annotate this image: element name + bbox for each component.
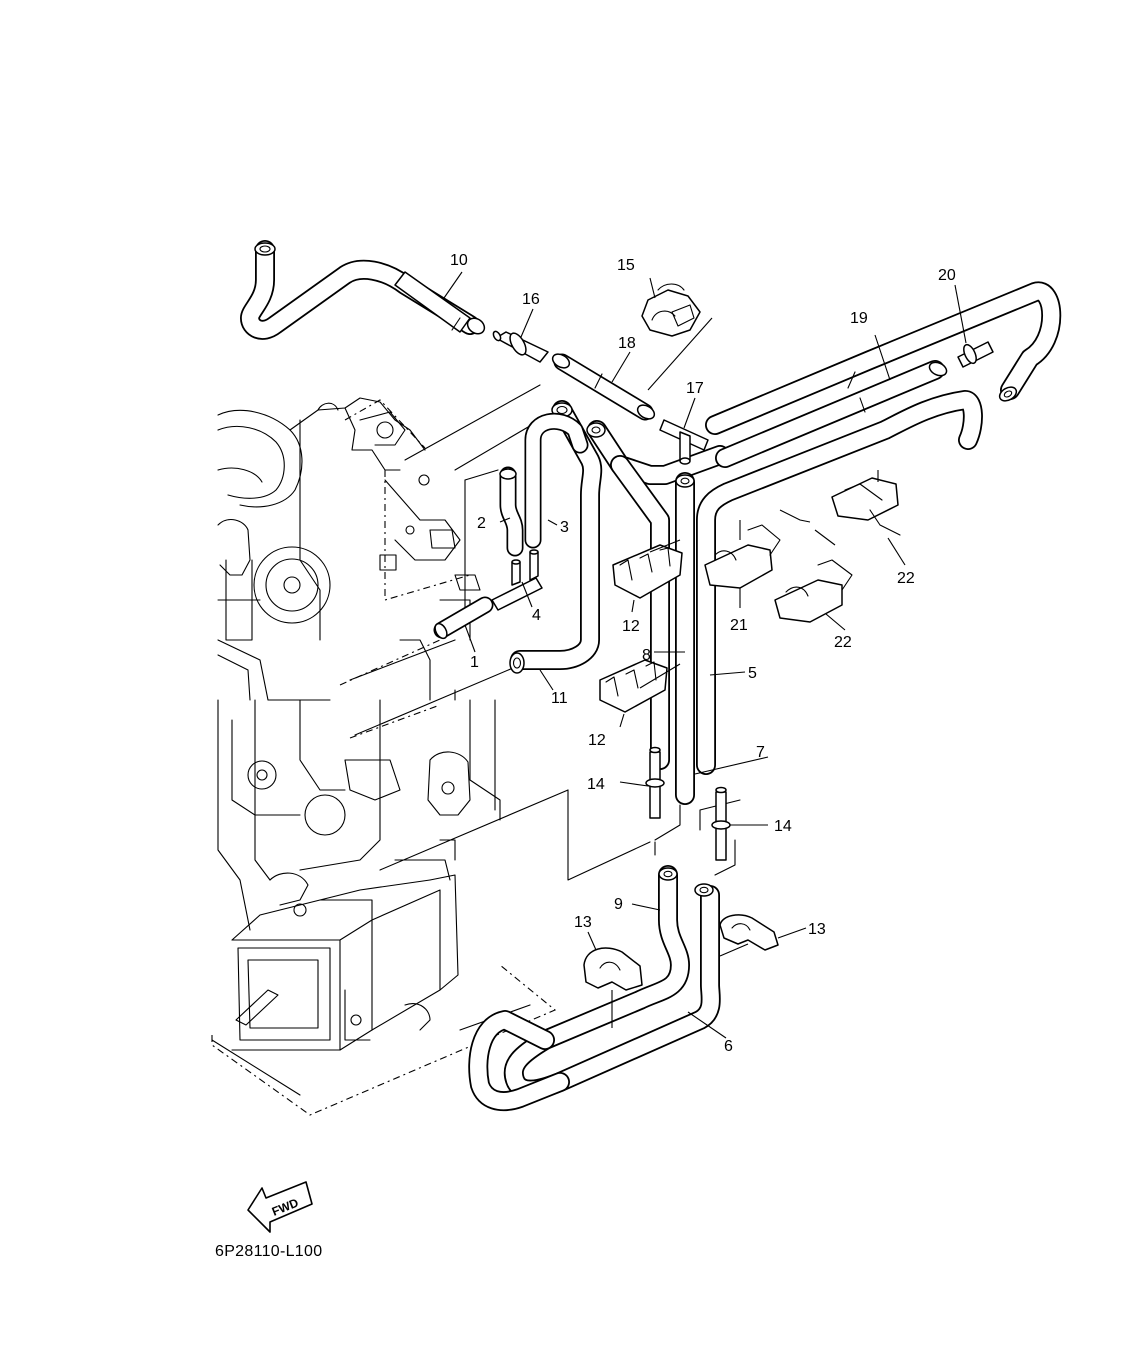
clamp-13-left — [583, 947, 643, 991]
callout-9: 9 — [614, 896, 623, 913]
clip-22-lower — [774, 559, 853, 623]
hose-19 — [705, 281, 1062, 468]
callouts: 10 16 15 18 17 19 20 2 3 4 1 11 12 8 12 … — [450, 252, 956, 1055]
callout-12-lower: 12 — [588, 732, 606, 749]
clamp-13-right — [719, 914, 779, 951]
hose-18 — [551, 353, 656, 421]
callout-16: 16 — [522, 291, 540, 308]
callout-7: 7 — [756, 744, 765, 761]
clip-21 — [704, 524, 781, 589]
drawing-code: 6P28110-L100 — [215, 1243, 323, 1260]
callout-10: 10 — [450, 252, 468, 269]
hose-5 — [696, 390, 983, 775]
callout-18: 18 — [618, 335, 636, 352]
callout-4: 4 — [532, 607, 541, 624]
hose-11 — [509, 400, 603, 674]
callout-14-right: 14 — [774, 818, 792, 835]
callout-6: 6 — [724, 1038, 733, 1055]
callout-11: 11 — [551, 690, 568, 707]
grommet-14-left — [645, 746, 665, 819]
clamp-15 — [641, 283, 701, 337]
fitting-20 — [957, 341, 994, 368]
leader-lines — [443, 271, 967, 1039]
callout-5: 5 — [748, 665, 757, 682]
callout-22-upper: 22 — [897, 570, 915, 587]
hose-3 — [524, 412, 589, 549]
callout-20: 20 — [938, 267, 956, 284]
hose-1 — [433, 596, 494, 640]
callout-1: 1 — [470, 654, 479, 671]
hose-8 — [675, 472, 695, 805]
callout-15: 15 — [617, 257, 635, 274]
phantom-lines — [211, 399, 557, 1116]
callout-19: 19 — [850, 310, 868, 327]
clip-22-upper — [831, 477, 901, 536]
clamp-12-upper — [612, 544, 683, 599]
hose-2 — [499, 466, 524, 557]
engine-block-outline — [217, 397, 501, 1051]
hose-10 — [240, 240, 486, 340]
callout-14-left: 14 — [587, 776, 605, 793]
joint-17 — [659, 419, 709, 465]
grommet-14-right — [711, 786, 731, 861]
callout-12-upper: 12 — [622, 618, 640, 635]
clamp-12-lower — [599, 659, 668, 713]
callout-22-lower: 22 — [834, 634, 852, 651]
assembly-lines — [349, 384, 741, 881]
callout-13-left: 13 — [574, 914, 592, 931]
callout-8: 8 — [642, 647, 651, 664]
joint-4 — [491, 549, 543, 611]
callout-21: 21 — [730, 617, 748, 634]
callout-17: 17 — [686, 380, 704, 397]
fitting-16 — [492, 330, 549, 363]
callout-2: 2 — [477, 515, 486, 532]
fwd-arrow-icon: FWD — [247, 1181, 313, 1233]
callout-13-right: 13 — [808, 921, 826, 938]
hose-9-6 — [468, 865, 721, 1112]
callout-3: 3 — [560, 519, 569, 536]
